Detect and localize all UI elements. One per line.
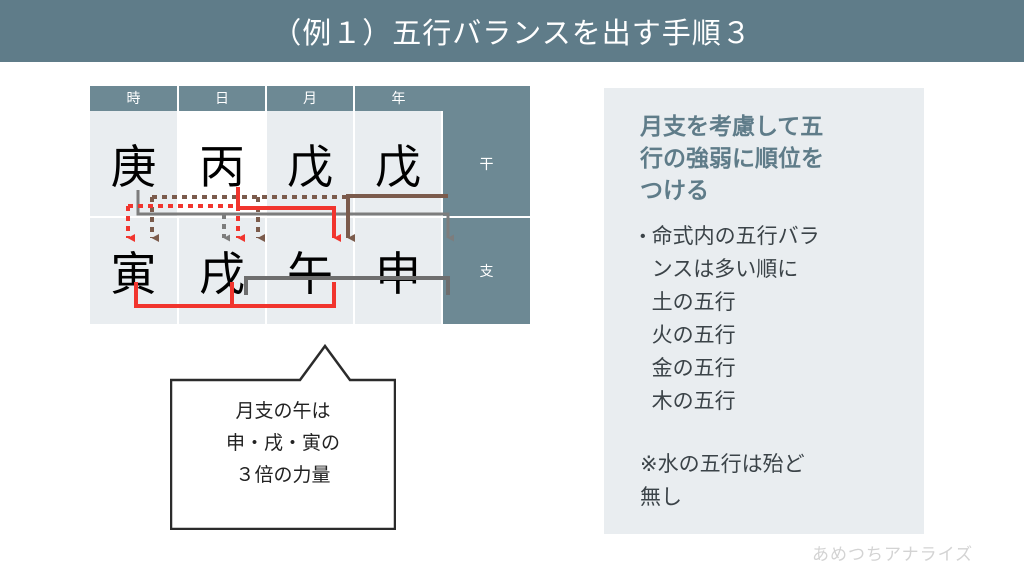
callout-shape [169,343,397,531]
info-panel-heading: 月支を考慮して五 行の強弱に順位を つける [640,113,824,203]
bullet-dot-icon: • [640,228,646,245]
branch-year: 申 [354,216,443,324]
row-label-stem: 干 [442,110,530,218]
table-row: 寅 戌 午 申 支 [90,216,530,324]
header-year: 年 [354,86,442,111]
callout-box: 月支の午は 申・戌・寅の ３倍の力量 [169,343,397,531]
info-panel-body: • 命式内の五行バラ ンスは多い順に 土の五行 火の五行 金の五行 木の五行 ※… [640,220,908,514]
stem-month: 戊 [266,110,355,218]
info-panel: 月支を考慮して五 行の強弱に順位を つける • 命式内の五行バラ ンスは多い順に… [604,88,924,534]
header-hour: 時 [90,86,179,111]
info-panel-note: ※水の五行は殆ど 無し [640,453,805,509]
watermark-text: あめつちアナライズ [812,545,974,564]
four-pillars-table: 時 日 月 年 庚 丙 戊 戊 干 寅 戌 午 申 支 [90,86,530,324]
stem-year: 戊 [354,110,443,218]
list-item-text: 命式内の五行バラ ンスは多い順に 土の五行 火の五行 金の五行 木の五行 [651,225,820,413]
page-title: （例１）五行バランスを出す手順３ [272,18,752,50]
table-row: 庚 丙 戊 戊 干 [90,110,530,218]
header-month: 月 [266,86,355,111]
branch-hour: 寅 [90,216,179,324]
slide-title-bar: （例１）五行バランスを出す手順３ [0,0,1024,62]
header-corner-blank [442,86,530,111]
branch-day: 戌 [178,216,267,324]
branch-month: 午 [266,216,355,324]
row-label-branch: 支 [442,216,530,324]
table-header-row: 時 日 月 年 [90,86,530,111]
callout-text: 月支の午は 申・戌・寅の ３倍の力量 [225,401,340,486]
pillars-grid: 時 日 月 年 庚 丙 戊 戊 干 寅 戌 午 申 支 [90,86,530,324]
stem-day: 丙 [178,110,267,218]
header-day: 日 [178,86,267,111]
stem-hour: 庚 [90,110,179,218]
list-item: • 命式内の五行バラ ンスは多い順に 土の五行 火の五行 金の五行 木の五行 [640,220,908,418]
